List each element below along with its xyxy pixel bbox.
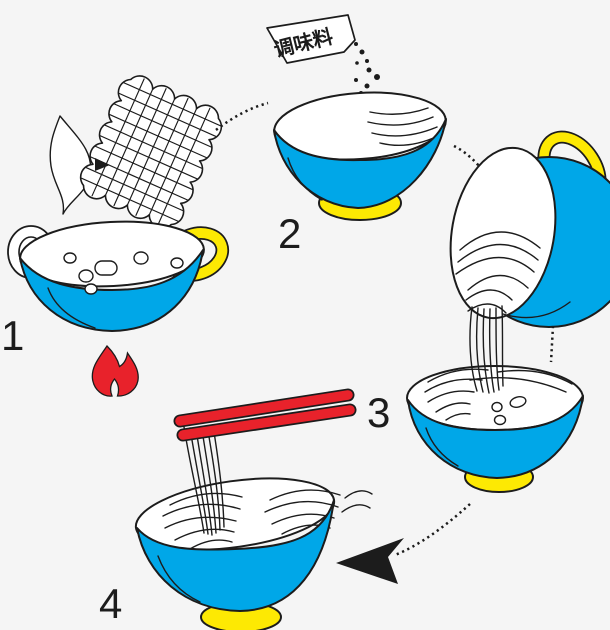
bowl-2-inner-lines xyxy=(367,107,439,146)
step-number-3: 3 xyxy=(367,389,390,436)
bowl-3-highlight xyxy=(425,427,459,467)
small-arrow-icon xyxy=(95,158,110,171)
connector-pot-bowl-3 xyxy=(549,325,555,363)
bowl-3-icon xyxy=(406,365,584,493)
step-number-4: 4 xyxy=(99,580,122,627)
step-number-2: 2 xyxy=(278,210,301,257)
steam-icon xyxy=(49,115,92,215)
step-2-seasoning-bowl: 调味料 2 xyxy=(266,14,447,257)
noodle-block-icon xyxy=(78,75,224,229)
noodle-block-grid xyxy=(78,78,224,226)
bowl-4-icon xyxy=(134,426,373,630)
pot-icon xyxy=(7,220,230,332)
connector-1-2 xyxy=(215,101,269,131)
falling-noodle-strands xyxy=(469,305,504,394)
bowl-2-icon xyxy=(273,91,447,221)
bowl-3-body xyxy=(407,395,584,479)
bowl-4-highlight xyxy=(157,555,201,603)
step-4-noodle-bowl: 4 xyxy=(99,388,373,630)
chopsticks-icon xyxy=(173,388,357,442)
bowl-4-body xyxy=(136,499,335,612)
bowl-3-bubbles xyxy=(491,396,527,426)
pouring-pot-icon xyxy=(449,130,610,394)
pouring-pot-bottom-line xyxy=(502,301,571,319)
boiling-bubbles xyxy=(63,251,184,295)
arrowhead-icon xyxy=(336,538,404,584)
step-1-boiling-pot: 1 xyxy=(1,75,230,397)
step-3-pour-noodles: 3 xyxy=(367,130,610,493)
connector-3-4 xyxy=(336,503,471,584)
step-number-1: 1 xyxy=(1,312,24,359)
seasoning-packet-icon: 调味料 xyxy=(266,14,356,64)
pot-highlight xyxy=(47,287,96,329)
pot-body xyxy=(19,249,204,332)
flame-icon xyxy=(91,344,139,397)
bowl-2-body xyxy=(273,118,447,209)
seasoning-particles xyxy=(354,42,380,97)
pouring-pot-opening xyxy=(449,146,557,320)
bowl-2-highlight xyxy=(287,157,323,201)
